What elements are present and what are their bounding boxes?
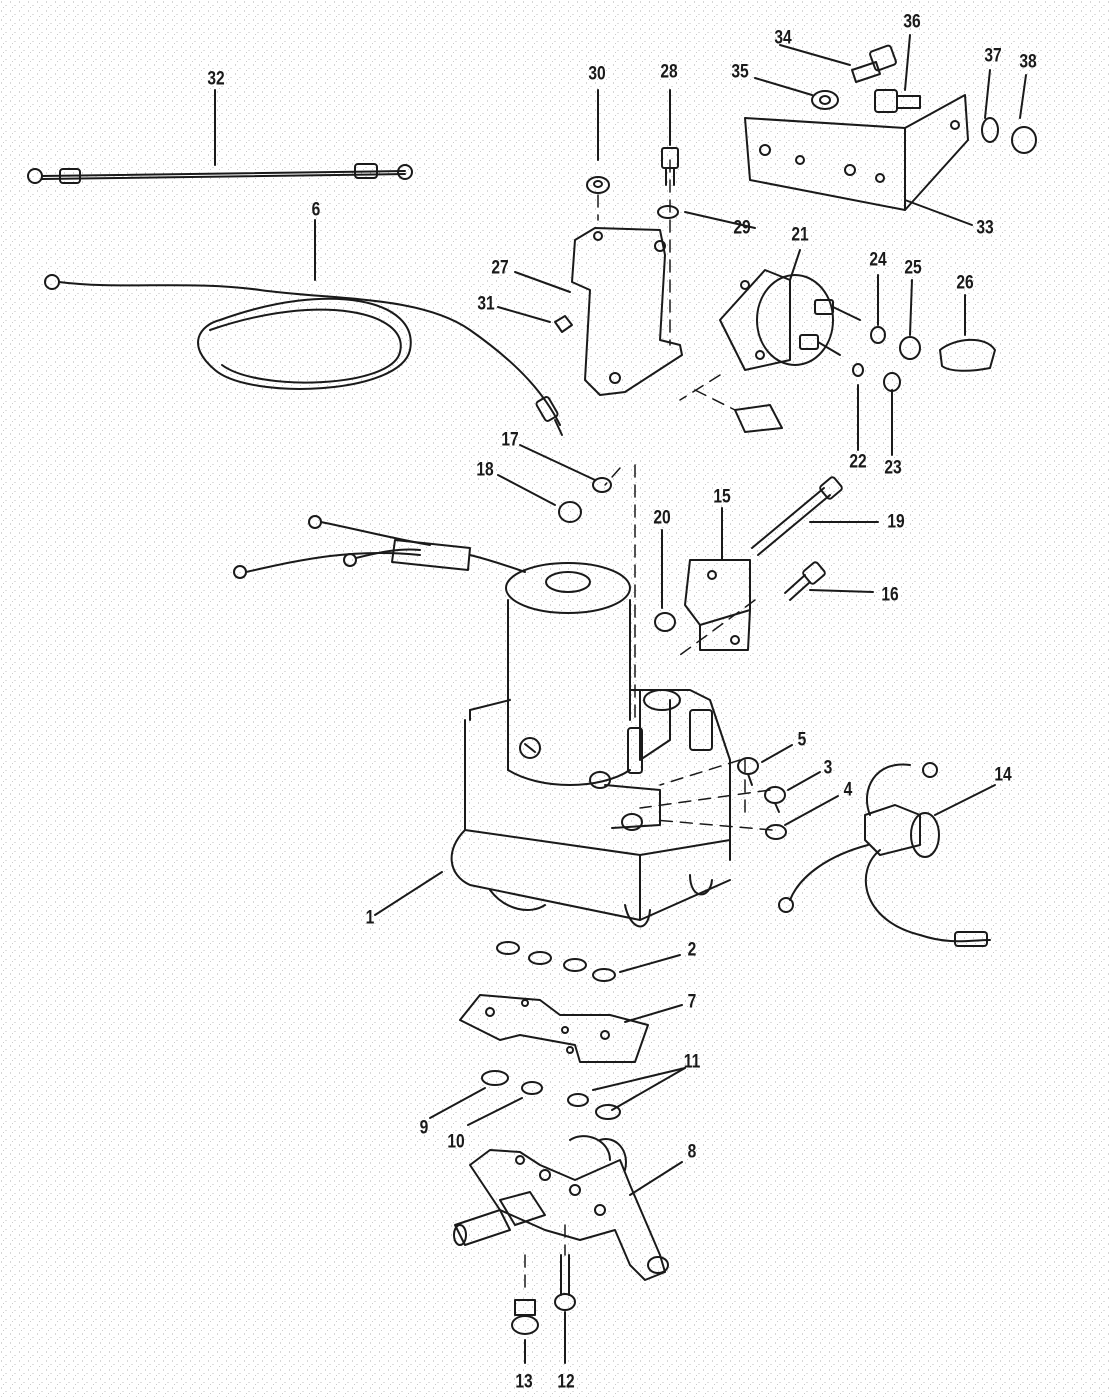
- callout-21: 21: [791, 224, 809, 246]
- callout-32: 32: [207, 68, 225, 90]
- callout-35: 35: [731, 61, 749, 83]
- part-20-nut: [654, 612, 676, 632]
- part-38-nut: [1011, 126, 1037, 154]
- callout-3: 3: [823, 757, 833, 779]
- part-30-nut: [586, 176, 610, 194]
- callout-29: 29: [733, 217, 751, 239]
- alignment-dashed-lines: [524, 159, 773, 1293]
- part-9-o-ring: [481, 1070, 509, 1086]
- callout-34: 34: [774, 27, 792, 49]
- part-18-nut: [558, 501, 582, 523]
- part-31-clip: [554, 315, 573, 333]
- part-23-nut: [883, 372, 901, 392]
- part-14-switch: [778, 762, 991, 947]
- part-17-washer: [592, 477, 612, 493]
- callout-6: 6: [311, 199, 321, 221]
- callout-28: 28: [660, 61, 678, 83]
- part-21-solenoid: [719, 269, 861, 371]
- callout-20: 20: [653, 507, 671, 529]
- callout-1: 1: [365, 907, 375, 929]
- callout-30: 30: [588, 63, 606, 85]
- callout-36: 36: [903, 11, 921, 33]
- part-29-washer: [657, 205, 679, 219]
- callout-26: 26: [956, 272, 974, 294]
- callout-19: 19: [887, 511, 905, 533]
- callout-4: 4: [843, 779, 853, 801]
- callout-25: 25: [904, 257, 922, 279]
- callout-13: 13: [515, 1371, 533, 1393]
- part-16-bolt: [784, 561, 826, 601]
- callout-15: 15: [713, 486, 731, 508]
- callout-27: 27: [491, 257, 509, 279]
- part-26-boot: [939, 338, 996, 372]
- part-33-angle-bracket: [744, 94, 969, 211]
- part-13-plug: [511, 1299, 539, 1335]
- part-3-screw: [764, 786, 786, 813]
- callout-24: 24: [869, 249, 887, 271]
- callout-5: 5: [797, 729, 807, 751]
- motor-wiring-harness: [233, 515, 526, 579]
- part-12-bolt: [554, 1254, 576, 1311]
- callout-31: 31: [477, 293, 495, 315]
- callout-22: 22: [849, 451, 867, 473]
- part-37-washer: [981, 117, 999, 143]
- part-19-long-bolt: [751, 476, 843, 556]
- part-25-nut: [899, 336, 921, 360]
- part-10-o-ring: [521, 1081, 543, 1095]
- part-8-manifold: [453, 1135, 669, 1281]
- callout-17: 17: [501, 429, 519, 451]
- callout-37: 37: [984, 45, 1002, 67]
- part-1-pump-motor: [450, 562, 731, 928]
- callout-38: 38: [1019, 51, 1037, 73]
- leader-lines: [214, 34, 1027, 1364]
- callout-2: 2: [687, 939, 697, 961]
- part-35-lock-washer: [811, 90, 839, 110]
- part-5-screw: [737, 757, 759, 786]
- callout-18: 18: [476, 459, 494, 481]
- part-36-bolt: [874, 89, 921, 113]
- part-6-cable: [44, 274, 563, 436]
- callout-14: 14: [994, 764, 1012, 786]
- callout-8: 8: [687, 1141, 697, 1163]
- callout-16: 16: [881, 584, 899, 606]
- part-27-bracket: [571, 227, 683, 396]
- part-24-washer: [870, 326, 886, 344]
- part-28-screw: [661, 147, 679, 169]
- part-11-o-rings: [567, 1093, 621, 1120]
- callout-23: 23: [884, 457, 902, 479]
- part-7-gasket: [459, 994, 649, 1063]
- part-22-washer: [852, 363, 864, 377]
- part-34-bolt: [851, 44, 897, 83]
- callout-33: 33: [976, 217, 994, 239]
- solenoid-mount-bolt: [734, 404, 783, 433]
- part-15-bracket: [684, 559, 751, 651]
- part-2-o-rings: [496, 941, 616, 982]
- callout-11: 11: [683, 1051, 701, 1073]
- part-4-washer: [765, 824, 787, 840]
- callout-7: 7: [687, 991, 697, 1013]
- callout-9: 9: [419, 1117, 429, 1139]
- part-32-ground-strap: [27, 163, 413, 184]
- callout-12: 12: [557, 1371, 575, 1393]
- callout-10: 10: [447, 1131, 465, 1153]
